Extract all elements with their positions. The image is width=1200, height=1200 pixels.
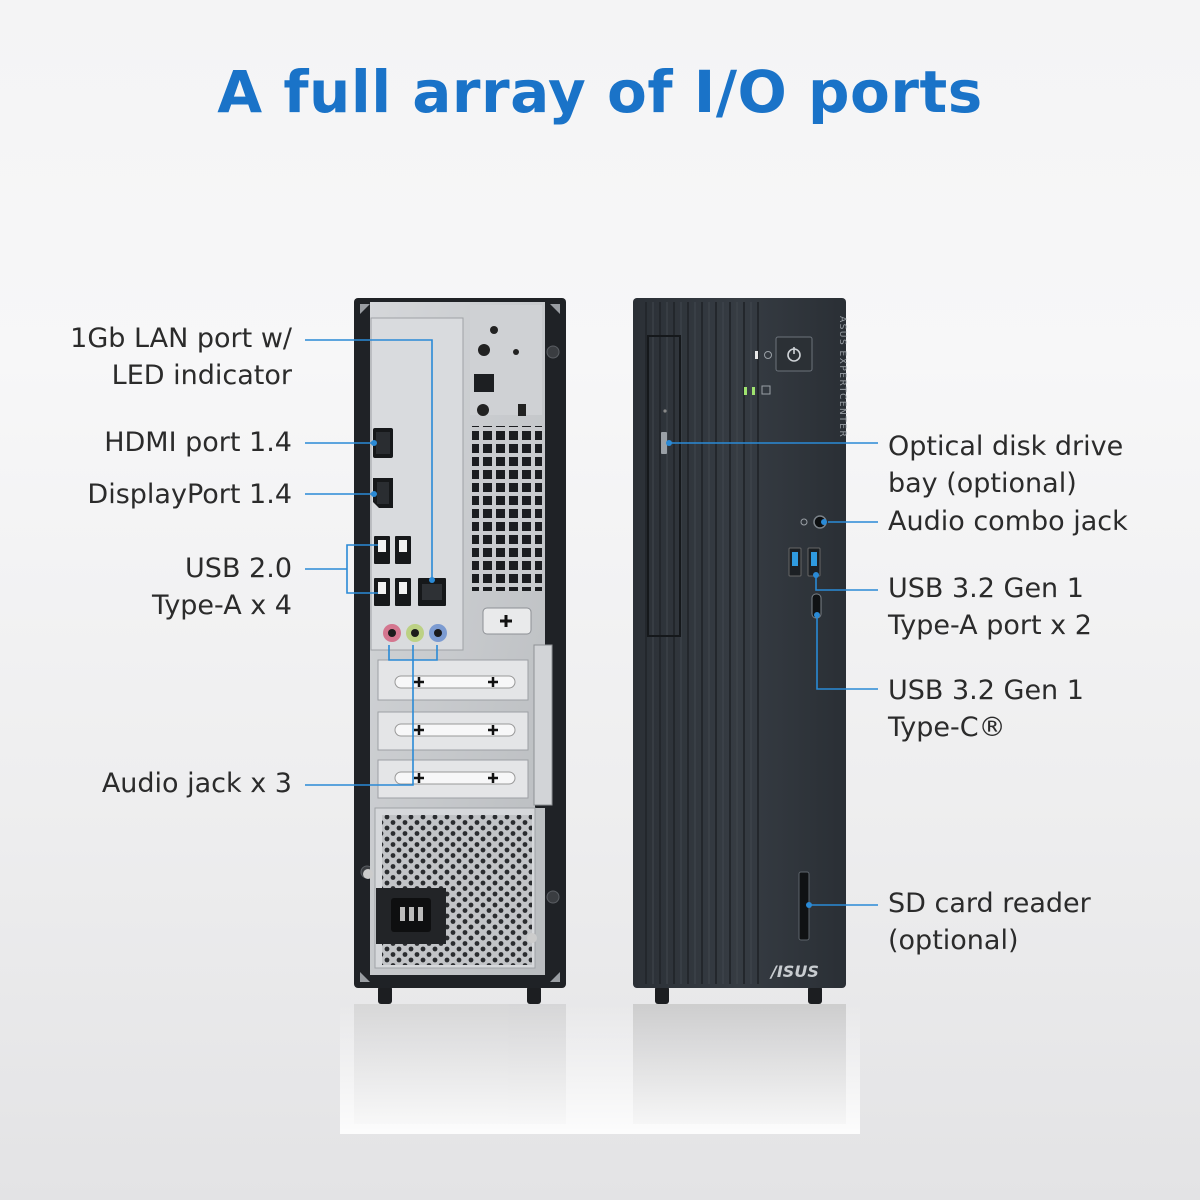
callout-hdmi-label: HDMI port 1.4 [104, 427, 292, 458]
usb2-ports-icon [374, 536, 411, 606]
callout-sd-label: SD card reader (optional) [888, 888, 1091, 956]
asus-logo: /ISUS [769, 962, 819, 981]
callout-lines [305, 339, 878, 906]
callout-usb3a-label: USB 3.2 Gen 1 Type-A port x 2 [888, 573, 1092, 641]
hdmi-port-icon [373, 428, 393, 458]
callout-odd-label: Optical disk drive bay (optional) [888, 431, 1124, 499]
callout-lan-label: 1Gb LAN port w/ LED indicator [70, 323, 292, 391]
callout-usbc-label: USB 3.2 Gen 1 Type-C® [888, 675, 1084, 743]
displayport-icon [373, 478, 393, 508]
callout-combo-jack-label: Audio combo jack [888, 506, 1128, 537]
eject-button[interactable] [661, 432, 667, 454]
page-title: A full array of I/O ports [217, 58, 983, 126]
audio-jacks-icon [383, 624, 447, 642]
lan-port-icon [418, 578, 446, 606]
power-socket-icon [376, 888, 446, 944]
power-button[interactable] [775, 336, 813, 372]
audio-combo-jack-icon [800, 515, 827, 529]
callout-audio-label: Audio jack x 3 [101, 768, 292, 799]
callout-usb2-label: USB 2.0 Type-A x 4 [152, 553, 292, 621]
expansion-slots [377, 644, 553, 806]
front-case: ASUS EXPERTCENTER /ISUS [633, 298, 847, 1004]
callout-displayport-label: DisplayPort 1.4 [87, 479, 292, 510]
usb3-type-a-ports-icon [788, 547, 821, 577]
callout-dots [371, 440, 827, 908]
rear-case [354, 298, 566, 1004]
brand-side-text: ASUS EXPERTCENTER [837, 316, 847, 438]
